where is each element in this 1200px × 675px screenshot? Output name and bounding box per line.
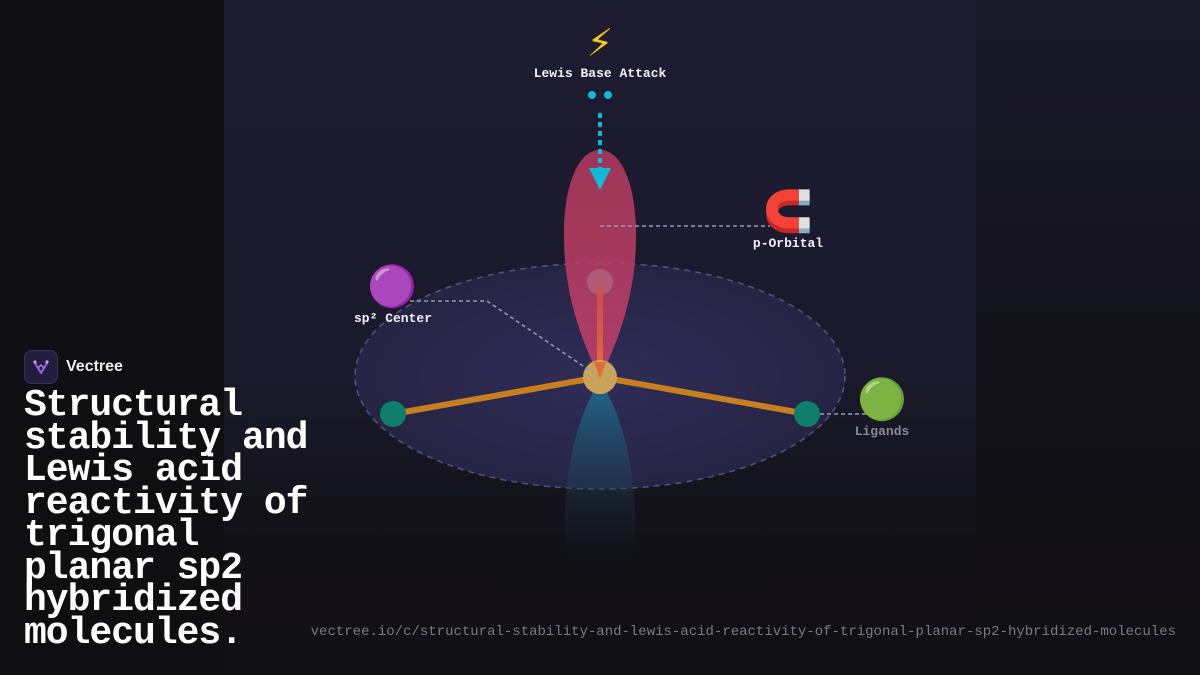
- bond-right: [597, 374, 810, 417]
- upper-orbital-lobe: [563, 150, 637, 380]
- page-url[interactable]: vectree.io/c/structural-stability-and-le…: [310, 624, 1176, 640]
- brand[interactable]: Vectree: [24, 350, 123, 384]
- brand-name: Vectree: [66, 358, 123, 375]
- lightning-icon: ⚡: [586, 21, 614, 65]
- magnet-icon: 🧲: [763, 189, 813, 235]
- lone-pair-electron-1: [588, 91, 596, 99]
- bond-left: [390, 374, 603, 417]
- green-circle-icon: 🟢: [857, 377, 907, 423]
- ligands-label: Ligands: [854, 424, 910, 439]
- orbital-label: p-Orbital: [752, 236, 824, 251]
- center-label: sp² Center: [353, 311, 433, 326]
- attack-arrow-head: [589, 168, 611, 190]
- central-atom-marker: [594, 362, 606, 378]
- purple-circle-icon: 🟣: [367, 264, 417, 310]
- ligand-atom-left: [380, 401, 406, 427]
- lone-pair-electron-2: [604, 91, 612, 99]
- ligand-atom-right: [794, 401, 820, 427]
- vectree-logo-icon: [24, 350, 58, 384]
- page-title: Structural stability and Lewis acid reac…: [24, 384, 308, 655]
- center-leader-line: [410, 300, 599, 377]
- ligand-atom-back: [587, 269, 613, 295]
- left-panel: [0, 0, 224, 675]
- right-panel: [976, 0, 1200, 675]
- bond-back: [597, 285, 603, 365]
- attack-label: Lewis Base Attack: [533, 66, 667, 81]
- lower-orbital-lobe: [564, 380, 636, 565]
